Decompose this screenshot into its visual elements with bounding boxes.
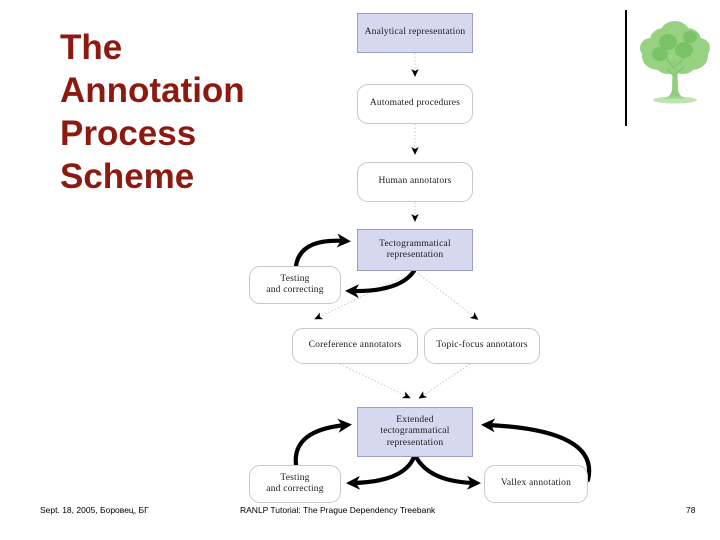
- edge-tecto-to-testing1: [345, 268, 417, 299]
- node-testing-and-correcting-lower[interactable]: Testing and correcting: [249, 465, 341, 503]
- process-diagram: [293, 53, 592, 490]
- node-coreference-annotators[interactable]: Coreference annotators: [292, 328, 418, 364]
- edge-tecto-topicfocus: [414, 270, 479, 320]
- edge-testing1-to-tecto: [293, 233, 351, 269]
- footer-date-location: Sept. 18, 2005, Боровец, БГ: [40, 505, 149, 515]
- tree-logo-icon: [640, 21, 710, 104]
- edge-coref-extended: [339, 363, 411, 399]
- edge-extended-to-testing2: [346, 454, 417, 490]
- edge-extended-to-vallex: [413, 454, 481, 490]
- edge-topicfocus-extended: [418, 363, 471, 399]
- node-testing-and-correcting-upper[interactable]: Testing and correcting: [249, 266, 341, 304]
- node-tectogrammatical-representation[interactable]: Tectogrammatical representation: [357, 229, 473, 271]
- node-analytical-representation[interactable]: Analytical representation: [357, 13, 473, 53]
- slide-footer: Sept. 18, 2005, Боровец, БГ RANLP Tutori…: [0, 502, 720, 522]
- edge-tecto-coref: [314, 270, 416, 320]
- footer-presentation-title: RANLP Tutorial: The Prague Dependency Tr…: [240, 505, 436, 515]
- edge-testing2-to-extended: [293, 418, 352, 468]
- vertical-divider: [625, 10, 627, 126]
- node-vallex-annotation[interactable]: Vallex annotation: [484, 465, 588, 503]
- node-topic-focus-annotators[interactable]: Topic-focus annotators: [424, 328, 540, 364]
- footer-page-number: 78: [686, 505, 696, 515]
- edge-vallex-to-extended: [481, 418, 592, 483]
- node-extended-tectogrammatical-representation[interactable]: Extended tectogrammatical representation: [357, 407, 473, 457]
- node-human-annotators[interactable]: Human annotators: [357, 162, 473, 202]
- node-automated-procedures[interactable]: Automated procedures: [357, 84, 473, 124]
- page-title: The Annotation Process Scheme: [60, 28, 245, 196]
